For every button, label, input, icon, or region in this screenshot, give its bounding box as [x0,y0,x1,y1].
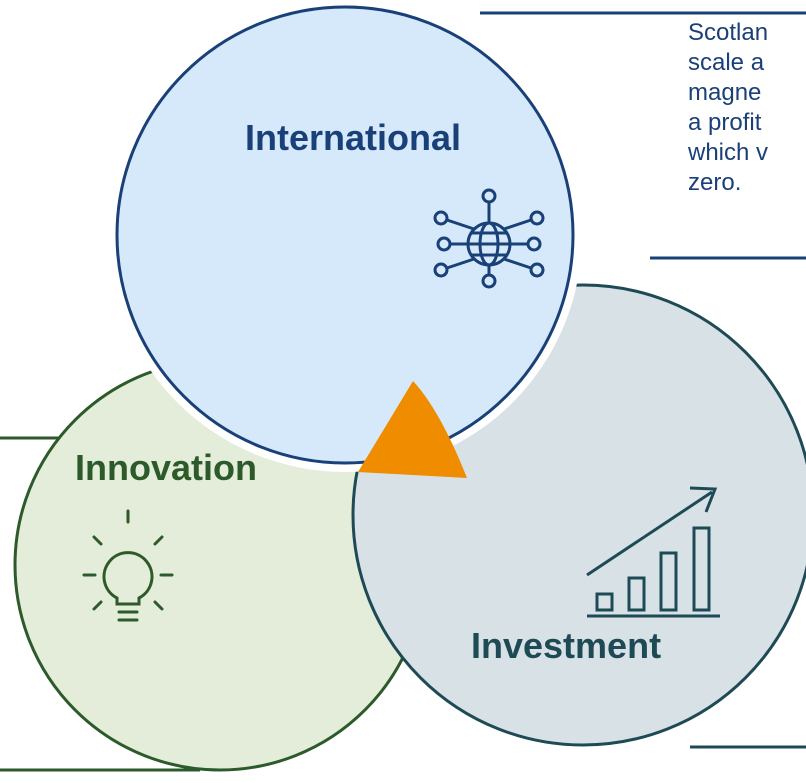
innovation-label: Innovation [75,447,257,488]
description-text: Scotlan scale a magne a profit which v z… [688,18,806,198]
description-line: scale a [688,49,765,76]
description-line: magne [688,79,762,106]
international-callout-lines [480,11,806,260]
globe-network-icon [433,188,545,289]
international-circle [115,5,575,465]
center-overlap [358,381,467,478]
international-label: International [245,117,462,158]
investment-label: Investment [471,625,662,666]
innovation-callout-lines [0,436,200,772]
lightbulb-icon [82,509,174,622]
growth-chart-icon [586,486,720,618]
description-line: zero. [688,169,742,196]
description-line: which v [688,139,769,166]
description-line: a profit [688,109,762,136]
description-line: Scotlan [688,19,769,46]
